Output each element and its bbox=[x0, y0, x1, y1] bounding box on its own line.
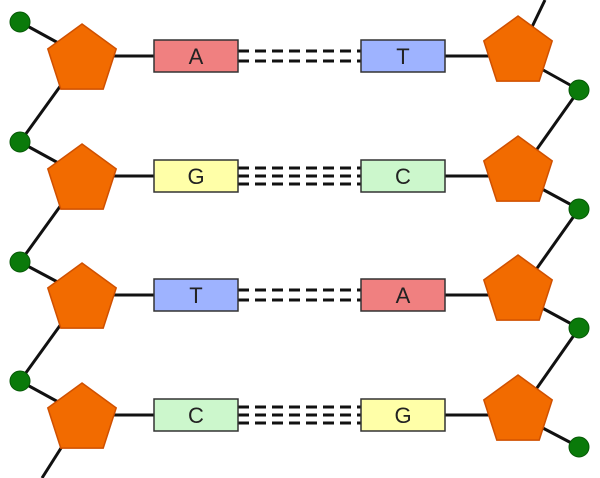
right-base-box bbox=[360, 278, 446, 312]
left-sugar-pentagon bbox=[46, 143, 118, 210]
left-phosphate-dot bbox=[9, 251, 31, 273]
left-base-box bbox=[153, 159, 239, 193]
right-base-box bbox=[360, 159, 446, 193]
right-phosphate-dot bbox=[568, 436, 590, 458]
right-base-label: A bbox=[396, 283, 411, 308]
left-base-label: C bbox=[188, 403, 204, 428]
right-base-box bbox=[360, 398, 446, 432]
left-phosphate-dot bbox=[9, 131, 31, 153]
right-phosphate-dot bbox=[568, 317, 590, 339]
left-sugar-pentagon bbox=[46, 382, 118, 449]
right-sugar-pentagon bbox=[482, 374, 554, 441]
right-base-label: G bbox=[394, 403, 411, 428]
left-base-box bbox=[153, 278, 239, 312]
right-base-box bbox=[360, 39, 446, 73]
right-base-label: T bbox=[396, 44, 409, 69]
right-phosphate-dot bbox=[568, 79, 590, 101]
right-base-label: C bbox=[395, 164, 411, 189]
left-base-box bbox=[153, 398, 239, 432]
left-base-label: T bbox=[189, 283, 202, 308]
left-sugar-pentagon bbox=[46, 262, 118, 329]
left-sugar-pentagon bbox=[46, 23, 118, 90]
left-base-label: A bbox=[189, 44, 204, 69]
right-phosphate-dot bbox=[568, 198, 590, 220]
right-sugar-pentagon bbox=[482, 15, 554, 82]
left-base-label: G bbox=[187, 164, 204, 189]
right-sugar-pentagon bbox=[482, 254, 554, 321]
left-phosphate-dot bbox=[9, 370, 31, 392]
left-base-box bbox=[153, 39, 239, 73]
right-sugar-pentagon bbox=[482, 135, 554, 202]
left-phosphate-dot bbox=[9, 11, 31, 33]
